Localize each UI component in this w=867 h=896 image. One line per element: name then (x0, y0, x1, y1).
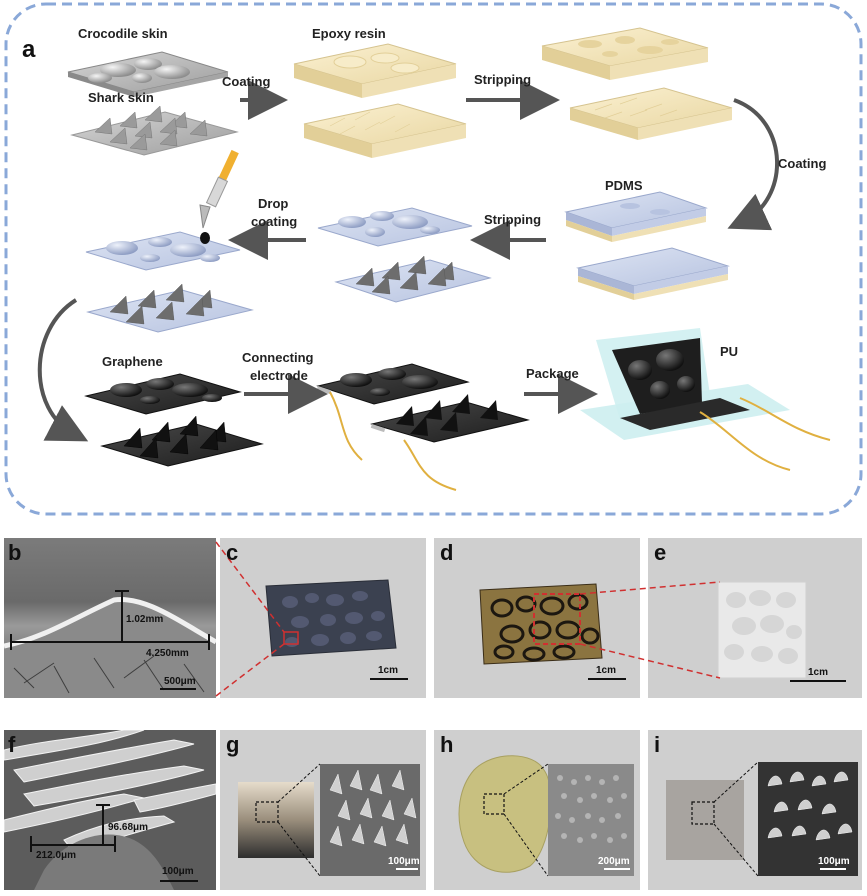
panel-i-scale-bar (820, 868, 846, 870)
graphene-shark-electrode (370, 394, 530, 491)
panel-h-scale-bar (604, 868, 630, 870)
panel-c-photo (220, 538, 426, 698)
panel-b-height-cap-top (115, 590, 129, 592)
panel-f-height-line (102, 804, 104, 844)
panel-h-letter: h (440, 732, 454, 757)
pdms-on-epoxy-crocodile (564, 191, 708, 242)
panel-g-scale-label: 100μm (388, 856, 420, 867)
label-connecting-line1: Connecting (242, 350, 314, 365)
panel-e-scale-label: 1cm (808, 667, 829, 678)
panel-f-height-label: 96.68μm (108, 822, 149, 833)
panel-b-height-label: 1.02mm (126, 614, 164, 625)
label-epoxy-resin: Epoxy resin (312, 26, 386, 41)
label-shark-skin: Shark skin (88, 90, 154, 105)
panel-b-width-cap-right (208, 634, 210, 650)
epoxy-stripped-shark (569, 87, 733, 140)
panel-d-e-zoom-lines (580, 581, 721, 679)
label-package: Package (526, 366, 579, 381)
panel-i-letter: i (654, 732, 661, 757)
shark-skin-plate (70, 105, 239, 156)
label-stripping-1: Stripping (474, 72, 532, 87)
label-coating-2: Coating (778, 156, 827, 171)
label-pdms: PDMS (605, 178, 643, 193)
panel-b-width-cap-left (10, 634, 12, 650)
panel-e-letter: e (654, 540, 667, 565)
panel-h-scale-label: 200μm (598, 856, 630, 867)
label-connecting-line2: electrode (250, 368, 308, 383)
panel-b-scale-label: 500μm (164, 676, 196, 687)
panel-f-width-line (30, 844, 116, 846)
panel-g-scale-bar (396, 868, 418, 870)
panel-b-letter: b (8, 540, 22, 565)
label-stripping-2: Stripping (484, 212, 542, 227)
panel-d-photo (434, 538, 640, 698)
graphene-shark (100, 415, 264, 467)
arrow-coating-2 (727, 98, 779, 231)
label-crocodile-skin: Crocodile skin (78, 26, 168, 41)
epoxy-shark-mold (303, 103, 467, 158)
epoxy-crocodile-mold (293, 43, 457, 98)
panel-h-photo (434, 730, 640, 890)
pipette-icon (199, 149, 239, 244)
epoxy-stripped-crocodile (541, 27, 709, 80)
pdms-crocodile-replica (317, 207, 473, 247)
panel-c-letter: c (226, 540, 239, 565)
panel-f-width-cap-right (114, 836, 116, 852)
panel-f-scale-label: 100μm (162, 866, 194, 877)
graphene-crocodile (84, 373, 242, 415)
graphene-crocodile-electrode (316, 363, 470, 461)
panel-b-c-zoom-lines (215, 541, 285, 697)
pdms-on-epoxy-shark (576, 247, 730, 300)
panel-b-width-label: 4.250mm (146, 648, 189, 659)
panel-f-sem (4, 730, 216, 890)
panel-b-height-line (121, 590, 123, 642)
pu-packaged-sensor (580, 328, 831, 471)
panel-e-photo (648, 538, 862, 698)
panel-i-photo (648, 730, 862, 890)
panel-b-width-line (10, 641, 210, 643)
panel-a-border (4, 2, 863, 516)
panel-e-scale-bar (790, 680, 846, 682)
panel-i-scale-label: 100μm (818, 856, 850, 867)
label-drop-coating-line2: coating (251, 214, 298, 229)
panel-a-letter: a (22, 36, 36, 63)
panel-d-letter: d (440, 540, 454, 565)
panel-d-scale-label: 1cm (596, 665, 617, 676)
label-graphene: Graphene (102, 354, 163, 369)
panel-b-sem (4, 538, 216, 698)
drop-coated-crocodile (85, 231, 241, 271)
crocodile-skin-plate (67, 51, 229, 97)
panel-g-photo (220, 730, 426, 890)
drop-coated-shark (86, 283, 254, 333)
panel-f-letter: f (8, 732, 16, 757)
panel-c-scale-label: 1cm (378, 665, 399, 676)
pdms-shark-replica (334, 255, 492, 303)
label-coating-1: Coating (222, 74, 271, 89)
panel-f-height-cap-top (96, 804, 110, 806)
panel-a-schematic (4, 2, 863, 516)
panel-b-scale-bar (160, 688, 196, 690)
panel-c-scale-bar (370, 678, 408, 680)
panel-f-width-label: 212.0μm (36, 850, 77, 861)
label-pu: PU (720, 344, 739, 359)
panel-d-scale-bar (588, 678, 626, 680)
arrow-graphene (37, 298, 89, 442)
panel-f-width-cap-left (30, 836, 32, 852)
label-drop-coating-line1: Drop (258, 196, 289, 211)
panel-f-scale-bar (160, 880, 198, 882)
panel-g-letter: g (226, 732, 240, 757)
